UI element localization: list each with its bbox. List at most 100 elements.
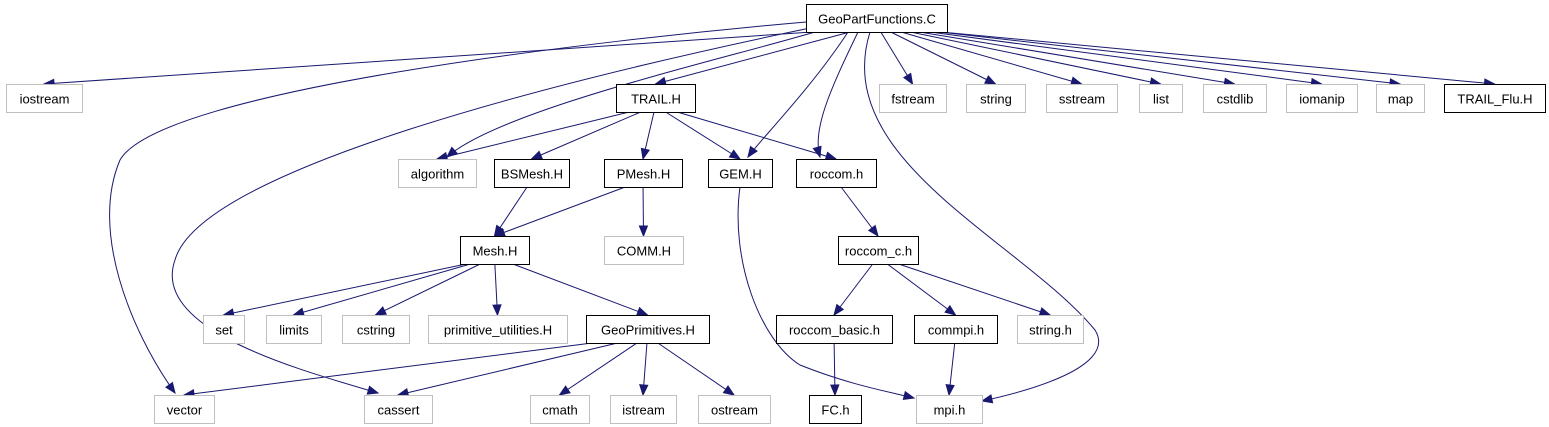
node-label: cstdlib xyxy=(1217,92,1254,107)
edge-geopartfunctions-c-to-cassert xyxy=(171,27,811,394)
edge-arrowhead xyxy=(636,306,649,316)
edge-arrowhead xyxy=(833,303,845,317)
edge-geopartfunctions-c-to-mpi-h xyxy=(864,31,1099,402)
edge-arrowhead xyxy=(165,381,176,395)
node-roccom-c-h[interactable]: roccom_c.h xyxy=(838,236,919,265)
node-box xyxy=(916,395,983,424)
node-label: GeoPartFunctions.C xyxy=(818,12,936,27)
node-ostream: ostream xyxy=(698,395,771,424)
node-label: algorithm xyxy=(411,167,464,182)
node-box xyxy=(398,159,477,188)
edge-geopartfunctions-c-to-trail-flu-h xyxy=(940,31,1495,85)
edge-arrowhead xyxy=(640,147,651,161)
node-label: roccom.h xyxy=(810,167,863,182)
node-label: list xyxy=(1153,92,1169,107)
node-label: iostream xyxy=(20,92,70,107)
node-box xyxy=(1139,84,1183,113)
node-bsmesh-h[interactable]: BSMesh.H xyxy=(494,159,570,188)
node-string-h: string.h xyxy=(1017,315,1084,344)
node-string: string xyxy=(966,84,1026,113)
node-label: BSMesh.H xyxy=(501,167,563,182)
node-label: TRAIL_Flu.H xyxy=(1457,92,1532,107)
node-box xyxy=(460,236,530,265)
node-box xyxy=(698,395,771,424)
edge-trail-h-to-gem-h xyxy=(665,111,741,160)
node-box xyxy=(838,236,919,265)
node-box xyxy=(266,315,322,344)
node-label: set xyxy=(215,323,233,338)
edge-mesh-h-to-set xyxy=(223,263,467,316)
edge-trail-h-to-bsmesh-h xyxy=(531,111,641,160)
edge-arrowhead xyxy=(944,304,957,316)
node-cassert: cassert xyxy=(364,395,433,424)
edge-arrowhead xyxy=(638,225,649,238)
edge-arrowhead xyxy=(902,72,914,86)
node-pmesh-h[interactable]: PMesh.H xyxy=(604,159,683,188)
node-box xyxy=(879,84,947,113)
node-comm-h: COMM.H xyxy=(604,236,684,265)
node-trail-h[interactable]: TRAIL.H xyxy=(616,84,696,113)
edge-arrowhead xyxy=(945,384,955,397)
edge-geoprimitives-h-to-vector xyxy=(183,342,593,396)
node-label: GEM.H xyxy=(719,167,762,182)
node-geopartfunctions-c[interactable]: GeoPartFunctions.C xyxy=(806,4,948,33)
edge-arrowhead xyxy=(747,145,758,159)
node-label: roccom_basic.h xyxy=(789,323,880,338)
node-box xyxy=(203,315,245,344)
edge-arrowhead xyxy=(558,385,571,396)
edge-trail-h-to-roccom-h xyxy=(677,111,837,160)
node-label: ostream xyxy=(711,403,758,418)
edge-arrowhead xyxy=(492,304,502,317)
edge-mesh-h-to-limits xyxy=(293,263,471,316)
edge-geopartfunctions-c-to-gem-h xyxy=(747,31,849,158)
node-box xyxy=(1444,84,1546,113)
node-istream: istream xyxy=(610,395,677,424)
node-box xyxy=(1017,315,1084,344)
node-roccom-basic-h[interactable]: roccom_basic.h xyxy=(776,315,893,344)
node-label: string.h xyxy=(1029,323,1072,338)
edge-mesh-h-to-geoprimitives-h xyxy=(512,263,648,316)
node-trail-flu-h[interactable]: TRAIL_Flu.H xyxy=(1444,84,1546,113)
node-mesh-h[interactable]: Mesh.H xyxy=(460,236,530,265)
node-label: string xyxy=(980,92,1012,107)
node-box xyxy=(1376,84,1425,113)
node-label: mpi.h xyxy=(934,403,966,418)
node-label: roccom_c.h xyxy=(845,244,912,259)
node-box xyxy=(966,84,1026,113)
node-iostream: iostream xyxy=(6,84,83,113)
node-list: list xyxy=(1139,84,1183,113)
edge-arrowhead xyxy=(867,224,879,238)
node-box xyxy=(604,236,684,265)
edge-geoprimitives-h-to-cassert xyxy=(397,342,618,396)
edge-arrowhead xyxy=(824,151,838,161)
node-label: cmath xyxy=(542,403,577,418)
node-commpi-h[interactable]: commpi.h xyxy=(914,315,998,344)
node-label: map xyxy=(1388,92,1413,107)
node-box xyxy=(806,4,948,33)
node-label: iomanip xyxy=(1299,92,1345,107)
node-label: vector xyxy=(167,403,203,418)
node-fc-h[interactable]: FC.h xyxy=(809,395,862,424)
edge-trail-h-to-algorithm xyxy=(436,111,630,160)
node-cstdlib: cstdlib xyxy=(1203,84,1267,113)
edge-arrowhead xyxy=(374,306,388,316)
edge-arrowhead xyxy=(902,390,916,401)
node-gem-h[interactable]: GEM.H xyxy=(708,159,773,188)
edge-roccom-c-h-to-string-h xyxy=(898,263,1051,316)
node-fstream: fstream xyxy=(879,84,947,113)
node-label: cassert xyxy=(378,403,420,418)
edge-arrowhead xyxy=(722,385,736,396)
node-geoprimitives-h[interactable]: GeoPrimitives.H xyxy=(586,315,710,344)
node-label: Mesh.H xyxy=(473,244,518,259)
node-label: istream xyxy=(622,403,665,418)
node-box xyxy=(494,159,570,188)
node-box xyxy=(530,395,590,424)
edge-geopartfunctions-c-to-iostream xyxy=(43,31,813,85)
edge-mesh-h-to-cstring xyxy=(375,263,481,316)
edge-gem-h-to-mpi-h xyxy=(737,186,915,399)
node-box xyxy=(342,315,410,344)
node-roccom-h[interactable]: roccom.h xyxy=(796,159,877,188)
edge-arrowhead xyxy=(366,385,380,395)
edge-arrowhead xyxy=(1070,76,1083,86)
node-primitive-utilities-h: primitive_utilities.H xyxy=(428,315,568,344)
